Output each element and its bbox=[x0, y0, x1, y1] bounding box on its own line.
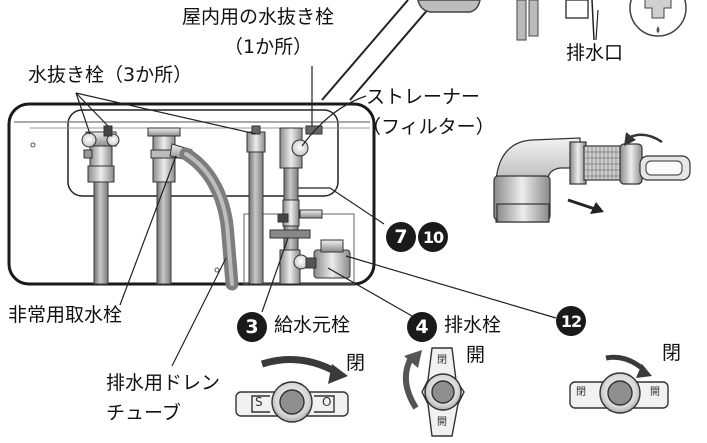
valve-12-drawing bbox=[569, 372, 669, 414]
valve-close-mark: 閉 bbox=[576, 387, 586, 398]
close-label-2: 閉 bbox=[662, 342, 682, 364]
open-label-1: 開 bbox=[466, 344, 486, 366]
emergency-tap-label: 非常用取水栓 bbox=[8, 304, 123, 326]
strainer-label: ストレーナー bbox=[366, 86, 481, 108]
valve-12-close-arrow bbox=[605, 354, 646, 372]
badge-12: 12 bbox=[556, 306, 586, 336]
strainer-sub-label: （フィルター） bbox=[362, 116, 495, 138]
drain-hose-label-line1: 排水用ドレン bbox=[106, 372, 221, 394]
badge-3: 3 bbox=[237, 312, 267, 342]
drain-knob-top-mark: 閉 bbox=[437, 355, 447, 366]
badge-4: 4 bbox=[407, 312, 437, 342]
drain-hose-label-line2: チューブ bbox=[106, 402, 181, 424]
drain-outlet-label: 排水口 bbox=[566, 42, 624, 64]
drain-valve-label: 排水栓 bbox=[444, 314, 502, 336]
badge-10: 10 bbox=[418, 222, 448, 252]
supply-close-arrow bbox=[260, 356, 338, 376]
supply-handle-drawing bbox=[235, 381, 349, 423]
badge-7: 7 bbox=[386, 222, 416, 252]
strainer-detail bbox=[493, 137, 691, 223]
inner-cover bbox=[67, 109, 339, 197]
water-supply-valve-label: 給水元栓 bbox=[274, 314, 351, 336]
drain-knob-bottom-mark: 開 bbox=[437, 417, 447, 428]
handle-o-mark: O bbox=[322, 395, 332, 409]
right-valve-cluster bbox=[246, 125, 351, 285]
indoor-drain-plug-label: 屋内用の水抜き栓 bbox=[182, 6, 335, 28]
handle-s-mark: S bbox=[255, 395, 263, 409]
drain-plugs-label: 水抜き栓（3か所） bbox=[28, 64, 193, 86]
drain-knob-drawing bbox=[421, 347, 465, 437]
outdoor-unit-partial bbox=[417, 0, 687, 41]
indoor-drain-plug-count-label: （1か所） bbox=[224, 36, 313, 58]
leader-lines bbox=[75, 9, 599, 367]
left-valve-cluster bbox=[81, 125, 120, 183]
valve-open-mark: 開 bbox=[650, 387, 660, 398]
top-callout-lines bbox=[321, 0, 437, 101]
close-label-1: 閉 bbox=[346, 352, 366, 374]
